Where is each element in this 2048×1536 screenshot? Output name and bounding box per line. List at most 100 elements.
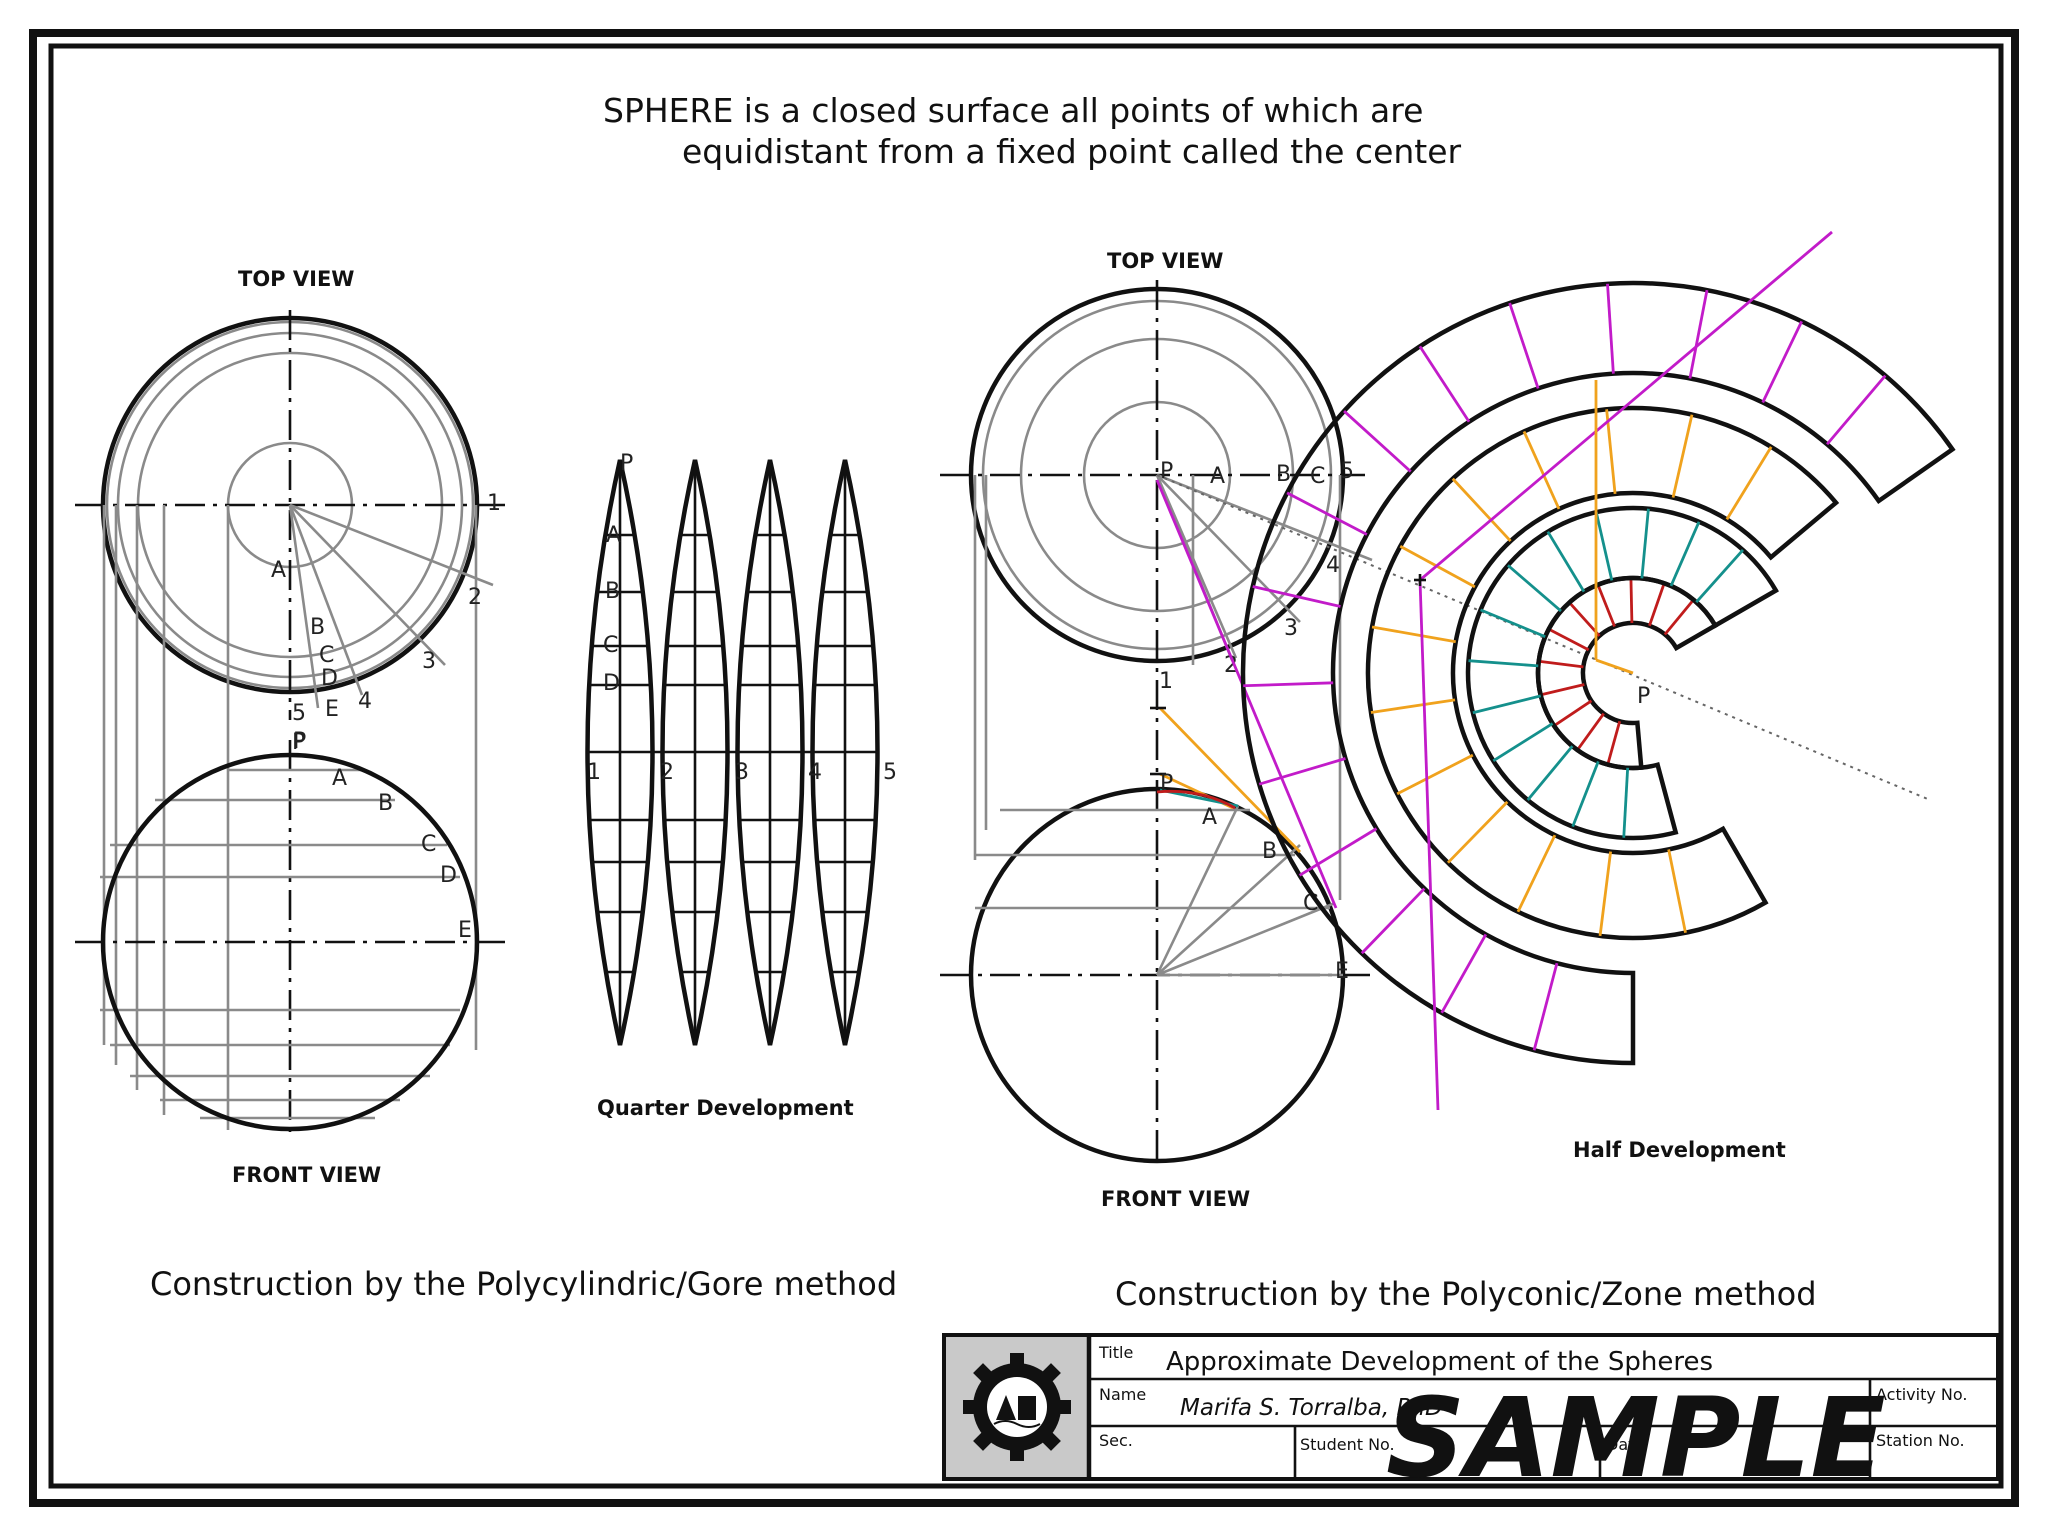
gore-front-view	[75, 740, 510, 1140]
svg-text:E: E	[458, 918, 472, 943]
svg-text:C: C	[603, 633, 618, 658]
zone-rib	[1571, 760, 1600, 828]
zone-rib	[1553, 699, 1593, 727]
zone-rib	[1446, 800, 1509, 864]
zone-rib	[1526, 745, 1574, 801]
zone-rib	[1532, 962, 1559, 1051]
zone-band-3	[1365, 405, 1840, 941]
zone-rib	[1252, 585, 1341, 608]
svg-text:B: B	[310, 615, 325, 640]
zone-rib	[1548, 627, 1590, 652]
zone-rib	[1546, 530, 1586, 593]
zone-rib	[1826, 374, 1887, 446]
zone-rib	[1538, 659, 1584, 669]
zone-rib	[1663, 598, 1695, 636]
title-value: Approximate Development of the Spheres	[1166, 1347, 1713, 1377]
zone-rib	[1258, 757, 1346, 786]
station-label: Station No.	[1876, 1431, 1965, 1450]
svg-text:1: 1	[587, 760, 601, 785]
zone-top-view	[940, 280, 1931, 1160]
svg-text:1: 1	[1159, 669, 1173, 694]
zone-rib	[1688, 289, 1709, 379]
zone-top-view-label: TOP VIEW	[1107, 249, 1223, 273]
caption-zone: Construction by the Polyconic/Zone metho…	[1115, 1275, 1817, 1313]
zone-rib	[1669, 521, 1701, 587]
zone-rib	[1695, 549, 1744, 604]
name-label: Name	[1099, 1385, 1146, 1404]
zone-rib	[1671, 414, 1694, 498]
svg-text:C: C	[1310, 464, 1325, 489]
half-development	[1240, 280, 1956, 1066]
svg-text:5: 5	[1340, 459, 1354, 484]
svg-text:P: P	[1160, 459, 1173, 484]
activity-label: Activity No.	[1876, 1385, 1967, 1404]
svg-text:3: 3	[1284, 616, 1298, 641]
zone-rib	[1594, 511, 1614, 581]
svg-text:P: P	[1160, 771, 1173, 796]
zone-front-view-label: FRONT VIEW	[1101, 1187, 1250, 1211]
svg-text:A: A	[606, 523, 621, 548]
heading-line-1: SPHERE is a closed surface all points of…	[603, 91, 1423, 130]
svg-text:C: C	[421, 832, 436, 857]
heading-line-2: equidistant from a fixed point called th…	[682, 132, 1462, 171]
quarter-development-gores	[585, 459, 880, 1046]
svg-text:4: 4	[808, 760, 822, 785]
zone-rib	[1606, 283, 1615, 374]
zone-rib	[1371, 625, 1456, 644]
svg-text:P: P	[292, 730, 305, 755]
svg-text:5: 5	[292, 701, 306, 726]
zone-top-labels: P A B C 5 4 3 2 1	[1159, 459, 1354, 694]
zone-rib	[1522, 430, 1561, 510]
gore-top-view	[75, 310, 510, 1130]
zone-rib	[1606, 720, 1622, 765]
title-block: Title Approximate Development of the Sph…	[942, 1333, 2000, 1502]
zone-rib	[1508, 302, 1540, 389]
svg-text:A: A	[1202, 805, 1217, 830]
svg-text:A: A	[1210, 464, 1225, 489]
svg-text:A: A	[332, 766, 347, 791]
gore-front-view-label: FRONT VIEW	[232, 1163, 381, 1187]
student-label: Student No.	[1300, 1435, 1395, 1454]
quarter-rungs	[589, 533, 876, 974]
svg-text:D: D	[321, 666, 338, 691]
zone-rib	[1440, 933, 1488, 1014]
date-label: Date	[1606, 1435, 1644, 1454]
zone-rib	[1667, 849, 1687, 934]
half-development-construction	[1414, 230, 1833, 1111]
svg-text:B: B	[1276, 462, 1291, 487]
zone-rib	[1640, 508, 1650, 579]
dotted-extension	[1156, 474, 1931, 801]
svg-text:3: 3	[735, 760, 749, 785]
svg-text:E: E	[1335, 959, 1349, 984]
svg-text:1: 1	[487, 491, 501, 516]
zone-rib	[1472, 694, 1542, 715]
zone-rib	[1540, 683, 1585, 697]
svg-text:E: E	[325, 697, 339, 722]
zone-rib	[1343, 410, 1412, 473]
zone-rib	[1507, 564, 1562, 613]
gore-top-labels: A B C D E 1 2 3 4 5 P	[271, 491, 501, 755]
outer-border	[29, 29, 2019, 1507]
zone-band-4	[1240, 280, 1956, 1066]
zone-rib	[1596, 584, 1616, 628]
quarter-development-title: Quarter Development	[597, 1096, 854, 1120]
caption-gore: Construction by the Polycylindric/Gore m…	[150, 1265, 897, 1303]
zone-rib	[1568, 601, 1601, 637]
zone-rib	[1418, 345, 1471, 423]
zone-band-2	[1465, 505, 1779, 841]
zone-rib	[1298, 827, 1378, 877]
half-center-label: P	[1637, 684, 1650, 709]
zone-rib	[1576, 712, 1605, 751]
zone-rib	[1761, 320, 1803, 404]
svg-text:B: B	[378, 791, 393, 816]
zone-front-view	[940, 479, 1370, 1164]
zone-rib	[1286, 491, 1368, 536]
zone-rib	[1598, 851, 1613, 937]
zone-rib	[1468, 659, 1539, 668]
svg-text:4: 4	[358, 689, 372, 714]
svg-text:2: 2	[468, 585, 482, 610]
svg-text:A: A	[271, 558, 286, 583]
zone-rib	[1605, 409, 1617, 495]
quarter-labels: P A B C D 1 2 3 4 5	[587, 451, 897, 785]
